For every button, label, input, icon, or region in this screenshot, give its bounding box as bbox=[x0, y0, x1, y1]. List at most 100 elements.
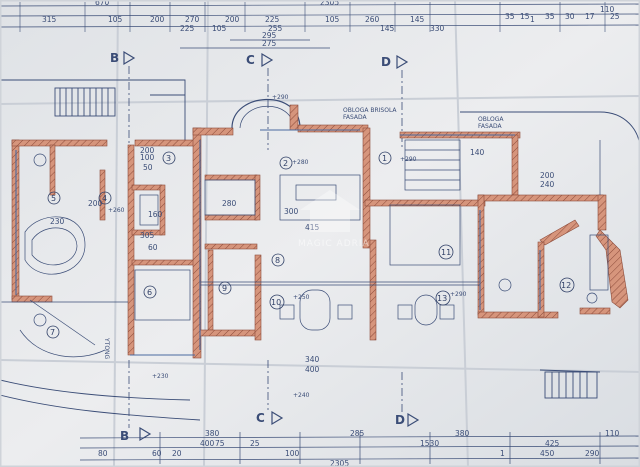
dim-int-3: 300 bbox=[284, 207, 299, 216]
dim-top-small-4: 17 bbox=[585, 12, 595, 21]
label-obloga-right: OBLOGA bbox=[478, 116, 504, 123]
dim-bottom-row3-0: 80 bbox=[98, 449, 108, 458]
room-1: 1 bbox=[378, 151, 392, 165]
dim-int-2: 280 bbox=[222, 199, 237, 208]
dim-bottom-row3-1: 60 bbox=[152, 449, 162, 458]
dim-bottom-row1-0: 380 bbox=[205, 429, 220, 438]
level-mark-4: +250 bbox=[293, 294, 310, 301]
room-4: 4 bbox=[98, 191, 112, 205]
top-dimension-ticks bbox=[19, 2, 606, 32]
dim-int-6: 200 bbox=[88, 199, 103, 208]
svg-text:3: 3 bbox=[166, 154, 171, 163]
dim-int-15: 230 bbox=[50, 217, 65, 226]
room-9: 9 bbox=[218, 281, 232, 295]
dim-int-8: 160 bbox=[148, 210, 163, 219]
dim-int-14: 140 bbox=[470, 148, 485, 157]
dim-top-row3-3: 145 bbox=[380, 24, 395, 33]
dim-top-row3-1: 105 bbox=[212, 24, 227, 33]
dim-int-12: 305 bbox=[140, 231, 155, 240]
dim-int-13: 200 bbox=[540, 171, 555, 180]
dim-bottom-row3-6: 1 bbox=[500, 449, 505, 458]
room-13: 13 bbox=[435, 290, 451, 306]
dim-bottom-row1-2: 380 bbox=[455, 429, 470, 438]
room-5: 5 bbox=[47, 191, 61, 205]
dim-top-row1-b: 2305 bbox=[320, 0, 339, 7]
section-marker-d-bottom: D bbox=[395, 372, 420, 428]
dim-bottom-row2-1: 1530 bbox=[420, 439, 439, 448]
room-7: 7 bbox=[46, 325, 60, 339]
dim-top-row2-4: 200 bbox=[225, 15, 240, 24]
label-obloga-left: OBLOGA BRISOLA bbox=[343, 107, 397, 114]
svg-text:D: D bbox=[381, 55, 391, 69]
dim-bottom-row3-2: 20 bbox=[172, 449, 182, 458]
section-marker-c-bottom: C bbox=[256, 360, 284, 426]
top-dimension-lines bbox=[0, 3, 640, 49]
svg-text:C: C bbox=[246, 53, 255, 67]
svg-text:5: 5 bbox=[51, 194, 56, 203]
dim-top-row2-3: 270 bbox=[185, 15, 200, 24]
dim-mid-top-0: 295 bbox=[262, 31, 277, 40]
room-11: 11 bbox=[438, 244, 454, 260]
window-lines bbox=[15, 129, 541, 356]
svg-text:6: 6 bbox=[147, 288, 152, 297]
section-marker-b-bottom: B bbox=[120, 360, 152, 443]
room-2: 2 bbox=[279, 156, 293, 170]
level-mark-5: +230 bbox=[152, 373, 169, 380]
watermark: MAGIC ADRIA bbox=[298, 190, 369, 249]
svg-text:13: 13 bbox=[437, 294, 447, 303]
dim-int-10: 100 bbox=[140, 153, 155, 162]
dim-top-row3-0: 225 bbox=[180, 24, 195, 33]
section-marker-c-top: C bbox=[246, 52, 274, 150]
dim-top-row3-4: 330 bbox=[430, 24, 445, 33]
dim-int-0: 340 bbox=[305, 355, 320, 364]
dim-top-row2-5: 225 bbox=[265, 15, 280, 24]
dim-top-small-2: 35 bbox=[545, 12, 555, 21]
dim-int-5: 240 bbox=[540, 180, 555, 189]
svg-text:C: C bbox=[256, 411, 265, 425]
terrace-outline bbox=[0, 79, 201, 421]
svg-text:D: D bbox=[395, 413, 405, 427]
dim-mid-top-1: 275 bbox=[262, 39, 277, 48]
svg-text:7: 7 bbox=[50, 328, 55, 337]
svg-text:B: B bbox=[120, 429, 129, 443]
label-ytong: YTONG bbox=[103, 337, 110, 360]
svg-text:11: 11 bbox=[441, 248, 451, 257]
dim-top-small-5: 25 bbox=[610, 12, 620, 21]
dim-int-1: 400 bbox=[305, 365, 320, 374]
dim-bottom-row3-7: 450 bbox=[540, 449, 555, 458]
label-fasada-right: FASADA bbox=[478, 123, 503, 130]
dim-top-row2-2: 200 bbox=[150, 15, 165, 24]
dim-bottom-row2-0: 400 bbox=[200, 439, 215, 448]
room-8: 8 bbox=[271, 253, 285, 267]
dim-top-small-1: 15 bbox=[520, 12, 530, 21]
dim-bottom-row1-3: 2305 bbox=[330, 459, 349, 467]
level-mark-6: +290 bbox=[400, 156, 417, 163]
dim-int-11: 200 bbox=[140, 146, 155, 155]
dim-bottom-row2-2: 425 bbox=[545, 439, 560, 448]
dim-bottom-row3-5: 100 bbox=[285, 449, 300, 458]
svg-text:B: B bbox=[110, 51, 119, 65]
dim-int-4: 415 bbox=[305, 223, 320, 232]
room-6: 6 bbox=[143, 285, 157, 299]
section-marker-b-top: B bbox=[110, 50, 136, 150]
interior-lines bbox=[0, 139, 609, 358]
dim-top-row2-0: 315 bbox=[42, 15, 57, 24]
svg-text:2: 2 bbox=[283, 159, 288, 168]
level-mark-2: +260 bbox=[108, 207, 125, 214]
dim-top-small-0: 35 bbox=[505, 12, 515, 21]
dim-top-row2-6: 105 bbox=[325, 15, 340, 24]
dim-bottom-row3-8: 290 bbox=[585, 449, 600, 458]
dim-top-row2-9: 1 bbox=[530, 15, 535, 24]
dim-bottom-row3-3: 75 bbox=[215, 439, 225, 448]
room-3: 3 bbox=[162, 151, 176, 165]
room-10: 10 bbox=[269, 294, 285, 310]
label-fasada-left: FASADA bbox=[343, 114, 368, 121]
dim-top-row2-1: 105 bbox=[108, 15, 123, 24]
dim-top-row2-8: 145 bbox=[410, 15, 425, 24]
level-mark-3: +240 bbox=[293, 392, 310, 399]
dim-bottom-row1-1: 285 bbox=[350, 429, 365, 438]
bottom-dimension-lines bbox=[79, 432, 640, 464]
